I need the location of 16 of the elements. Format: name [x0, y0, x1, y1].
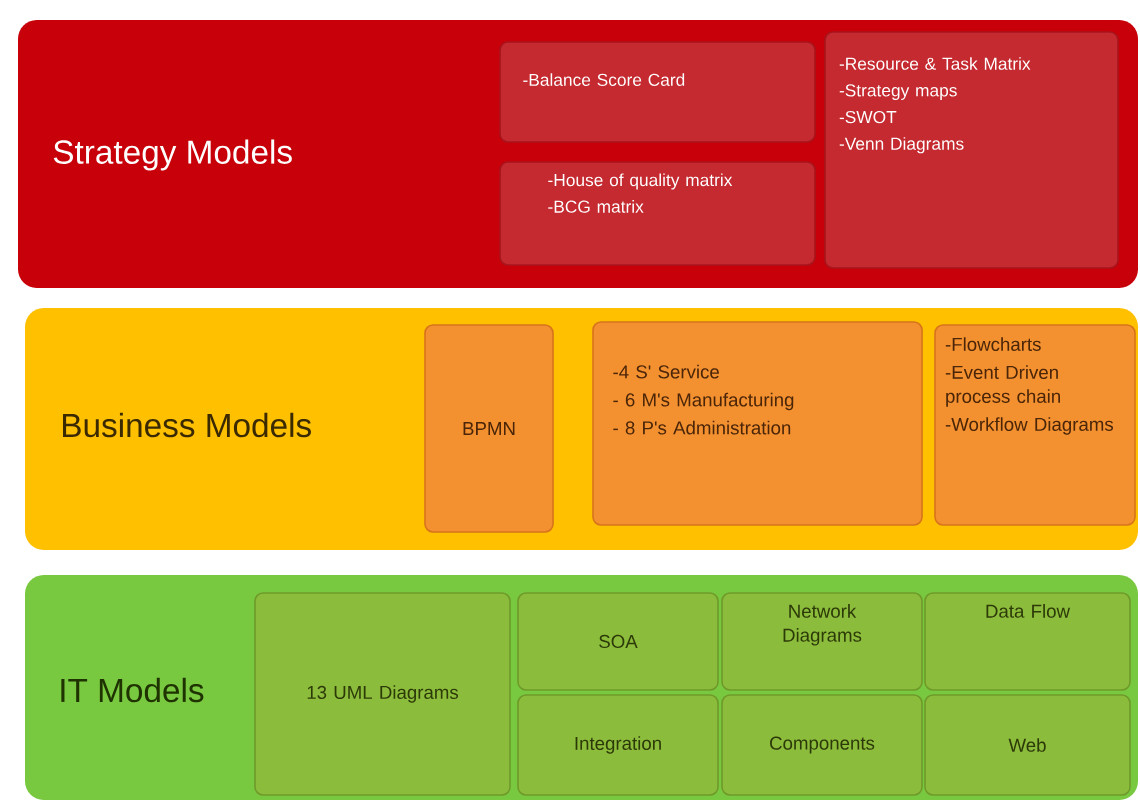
text-box: Network Diagrams	[721, 592, 923, 691]
list-box: -House of quality matrix -BCG matrix	[499, 161, 816, 266]
list-box: -4 S' Service - 6 M's Manufacturing - 8 P's Administration	[592, 321, 923, 526]
text-box: SOA	[517, 592, 719, 691]
text-box: BPMN	[424, 324, 554, 533]
text-box: -Balance Score Card	[499, 41, 816, 143]
text-box: Web	[924, 694, 1131, 796]
band-heading: IT Models	[61, 677, 204, 703]
band-heading: Strategy Models	[53, 139, 292, 171]
text-box: Components	[721, 694, 923, 796]
band-heading: Business Models	[63, 412, 311, 438]
list-box: -Flowcharts -Event Driven process chain -Workflow Diagrams	[934, 324, 1136, 526]
list-box: -Resource & Task Matrix -Strategy maps -SWOT -Venn Diagrams	[824, 31, 1119, 269]
text-box: Integration	[517, 694, 719, 796]
text-box: Data Flow	[924, 592, 1131, 691]
text-box: 13 UML Diagrams	[254, 592, 511, 796]
